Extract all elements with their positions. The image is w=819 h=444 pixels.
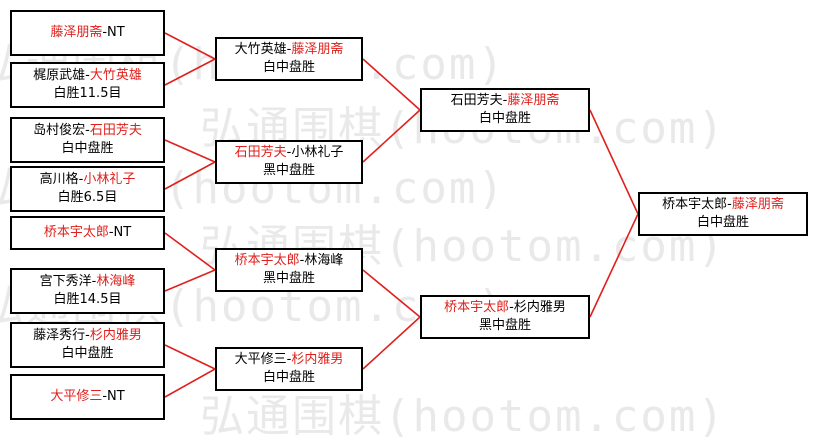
winner-name: 大竹英雄 [89, 68, 142, 83]
player-name: 岛村俊宏- [33, 123, 90, 138]
winner-name: 杉内雅男 [291, 352, 344, 367]
match-players: 桥本宇太郎-杉内雅男 [444, 299, 566, 317]
winner-name: 林海峰 [96, 274, 136, 289]
match-players: 藤泽秀行-杉内雅男 [33, 327, 142, 345]
match-result: 黑中盘胜 [478, 318, 531, 333]
bracket-connector-7 [164, 344, 216, 370]
bracket-lines [164, 32, 639, 398]
bracket-connector-12 [362, 316, 421, 370]
match-result: 白胜14.5目 [53, 292, 122, 307]
player-name: 宫下秀洋- [39, 274, 97, 289]
match-result: 白中盘胜 [696, 215, 749, 230]
match-players: 高川格-小林礼子 [40, 171, 136, 189]
match-box-round1-8: 大平修三-NT [10, 374, 165, 420]
bracket-connector-3 [164, 139, 216, 163]
winner-name: 桥本宇太郎 [234, 253, 300, 268]
match-players: 梶原武雄-大竹英雄 [33, 67, 142, 85]
match-box-round2-1: 大竹英雄-藤泽朋斋白中盘胜 [215, 37, 363, 81]
match-box-round2-4: 大平修三-杉内雅男白中盘胜 [215, 347, 363, 391]
bracket-connector-2 [164, 58, 216, 86]
player-name: 梶原武雄- [33, 68, 90, 83]
player-name: 高川格- [39, 172, 84, 187]
opponent-name: -NT [108, 225, 132, 240]
opponent-name: -小林礼子 [286, 145, 344, 160]
match-box-round1-3: 岛村俊宏-石田芳夫白中盘胜 [10, 117, 165, 163]
match-box-round1-1: 藤泽朋斋-NT [10, 10, 165, 56]
bracket-connector-10 [362, 109, 421, 163]
winner-name: 藤泽朋斋 [507, 93, 560, 108]
match-players: 宫下秀洋-林海峰 [40, 273, 136, 291]
match-box-round1-7: 藤泽秀行-杉内雅男白中盘胜 [10, 322, 165, 368]
match-result: 白中盘胜 [61, 141, 114, 156]
match-box-round1-4: 高川格-小林礼子白胜6.5目 [10, 166, 165, 212]
opponent-name: -NT [102, 25, 125, 40]
winner-name: 石田芳夫 [234, 145, 287, 160]
opponent-name: -杉内雅男 [509, 300, 566, 315]
match-box-round1-6: 宫下秀洋-林海峰白胜14.5目 [10, 268, 165, 314]
bracket-connector-9 [362, 58, 421, 111]
match-box-round1-2: 梶原武雄-大竹英雄白胜11.5目 [10, 62, 165, 108]
winner-name: 小林礼子 [83, 172, 136, 187]
player-name: 大平修三- [234, 352, 292, 367]
match-players: 大竹英雄-藤泽朋斋 [235, 41, 344, 59]
bracket-connector-11 [362, 269, 421, 318]
winner-name: 藤泽朋斋 [291, 42, 344, 57]
winner-name: 桥本宇太郎 [43, 225, 109, 240]
winner-name: 藤泽朋斋 [731, 197, 784, 212]
bracket-connector-13 [589, 109, 639, 215]
player-name: 藤泽秀行- [33, 328, 90, 343]
bracket-connector-14 [589, 213, 639, 318]
match-result: 白中盘胜 [478, 111, 531, 126]
bracket-connector-5 [164, 232, 216, 271]
winner-name: 石田芳夫 [89, 123, 142, 138]
match-players: 石田芳夫-藤泽朋斋 [451, 92, 560, 110]
match-players: 大平修三-NT [50, 388, 124, 406]
match-players: 岛村俊宏-石田芳夫 [33, 122, 142, 140]
winner-name: 桥本宇太郎 [444, 300, 510, 315]
opponent-name: -NT [102, 389, 125, 404]
bracket-connector-1 [164, 32, 216, 60]
bracket-connector-8 [164, 368, 216, 398]
match-players: 石田芳夫-小林礼子 [235, 144, 344, 162]
match-result: 白胜6.5目 [57, 190, 118, 205]
match-players: 大平修三-杉内雅男 [235, 351, 344, 369]
match-players: 桥本宇太郎-林海峰 [235, 252, 344, 270]
match-players: 桥本宇太郎-NT [44, 224, 131, 242]
bracket-connector-4 [164, 161, 216, 190]
winner-name: 大平修三 [50, 389, 103, 404]
match-box-round2-3: 桥本宇太郎-林海峰黑中盘胜 [215, 248, 363, 292]
match-result: 黑中盘胜 [262, 271, 315, 286]
opponent-name: -林海峰 [299, 253, 344, 268]
match-box-final-1: 桥本宇太郎-藤泽朋斋白中盘胜 [638, 192, 808, 236]
match-players: 桥本宇太郎-藤泽朋斋 [662, 196, 784, 214]
match-players: 藤泽朋斋-NT [50, 24, 124, 42]
match-box-round3-2: 桥本宇太郎-杉内雅男黑中盘胜 [420, 295, 590, 339]
match-box-round3-1: 石田芳夫-藤泽朋斋白中盘胜 [420, 88, 590, 132]
match-result: 白中盘胜 [262, 60, 315, 75]
match-result: 白中盘胜 [61, 346, 114, 361]
player-name: 桥本宇太郎- [662, 197, 732, 212]
bracket-connector-6 [164, 269, 216, 292]
match-box-round1-5: 桥本宇太郎-NT [10, 216, 165, 250]
player-name: 大竹英雄- [234, 42, 292, 57]
match-result: 白胜11.5目 [53, 86, 122, 101]
player-name: 石田芳夫- [450, 93, 508, 108]
winner-name: 杉内雅男 [89, 328, 142, 343]
match-result: 白中盘胜 [262, 370, 315, 385]
match-box-round2-2: 石田芳夫-小林礼子黑中盘胜 [215, 140, 363, 184]
match-result: 黑中盘胜 [262, 163, 315, 178]
winner-name: 藤泽朋斋 [50, 25, 103, 40]
